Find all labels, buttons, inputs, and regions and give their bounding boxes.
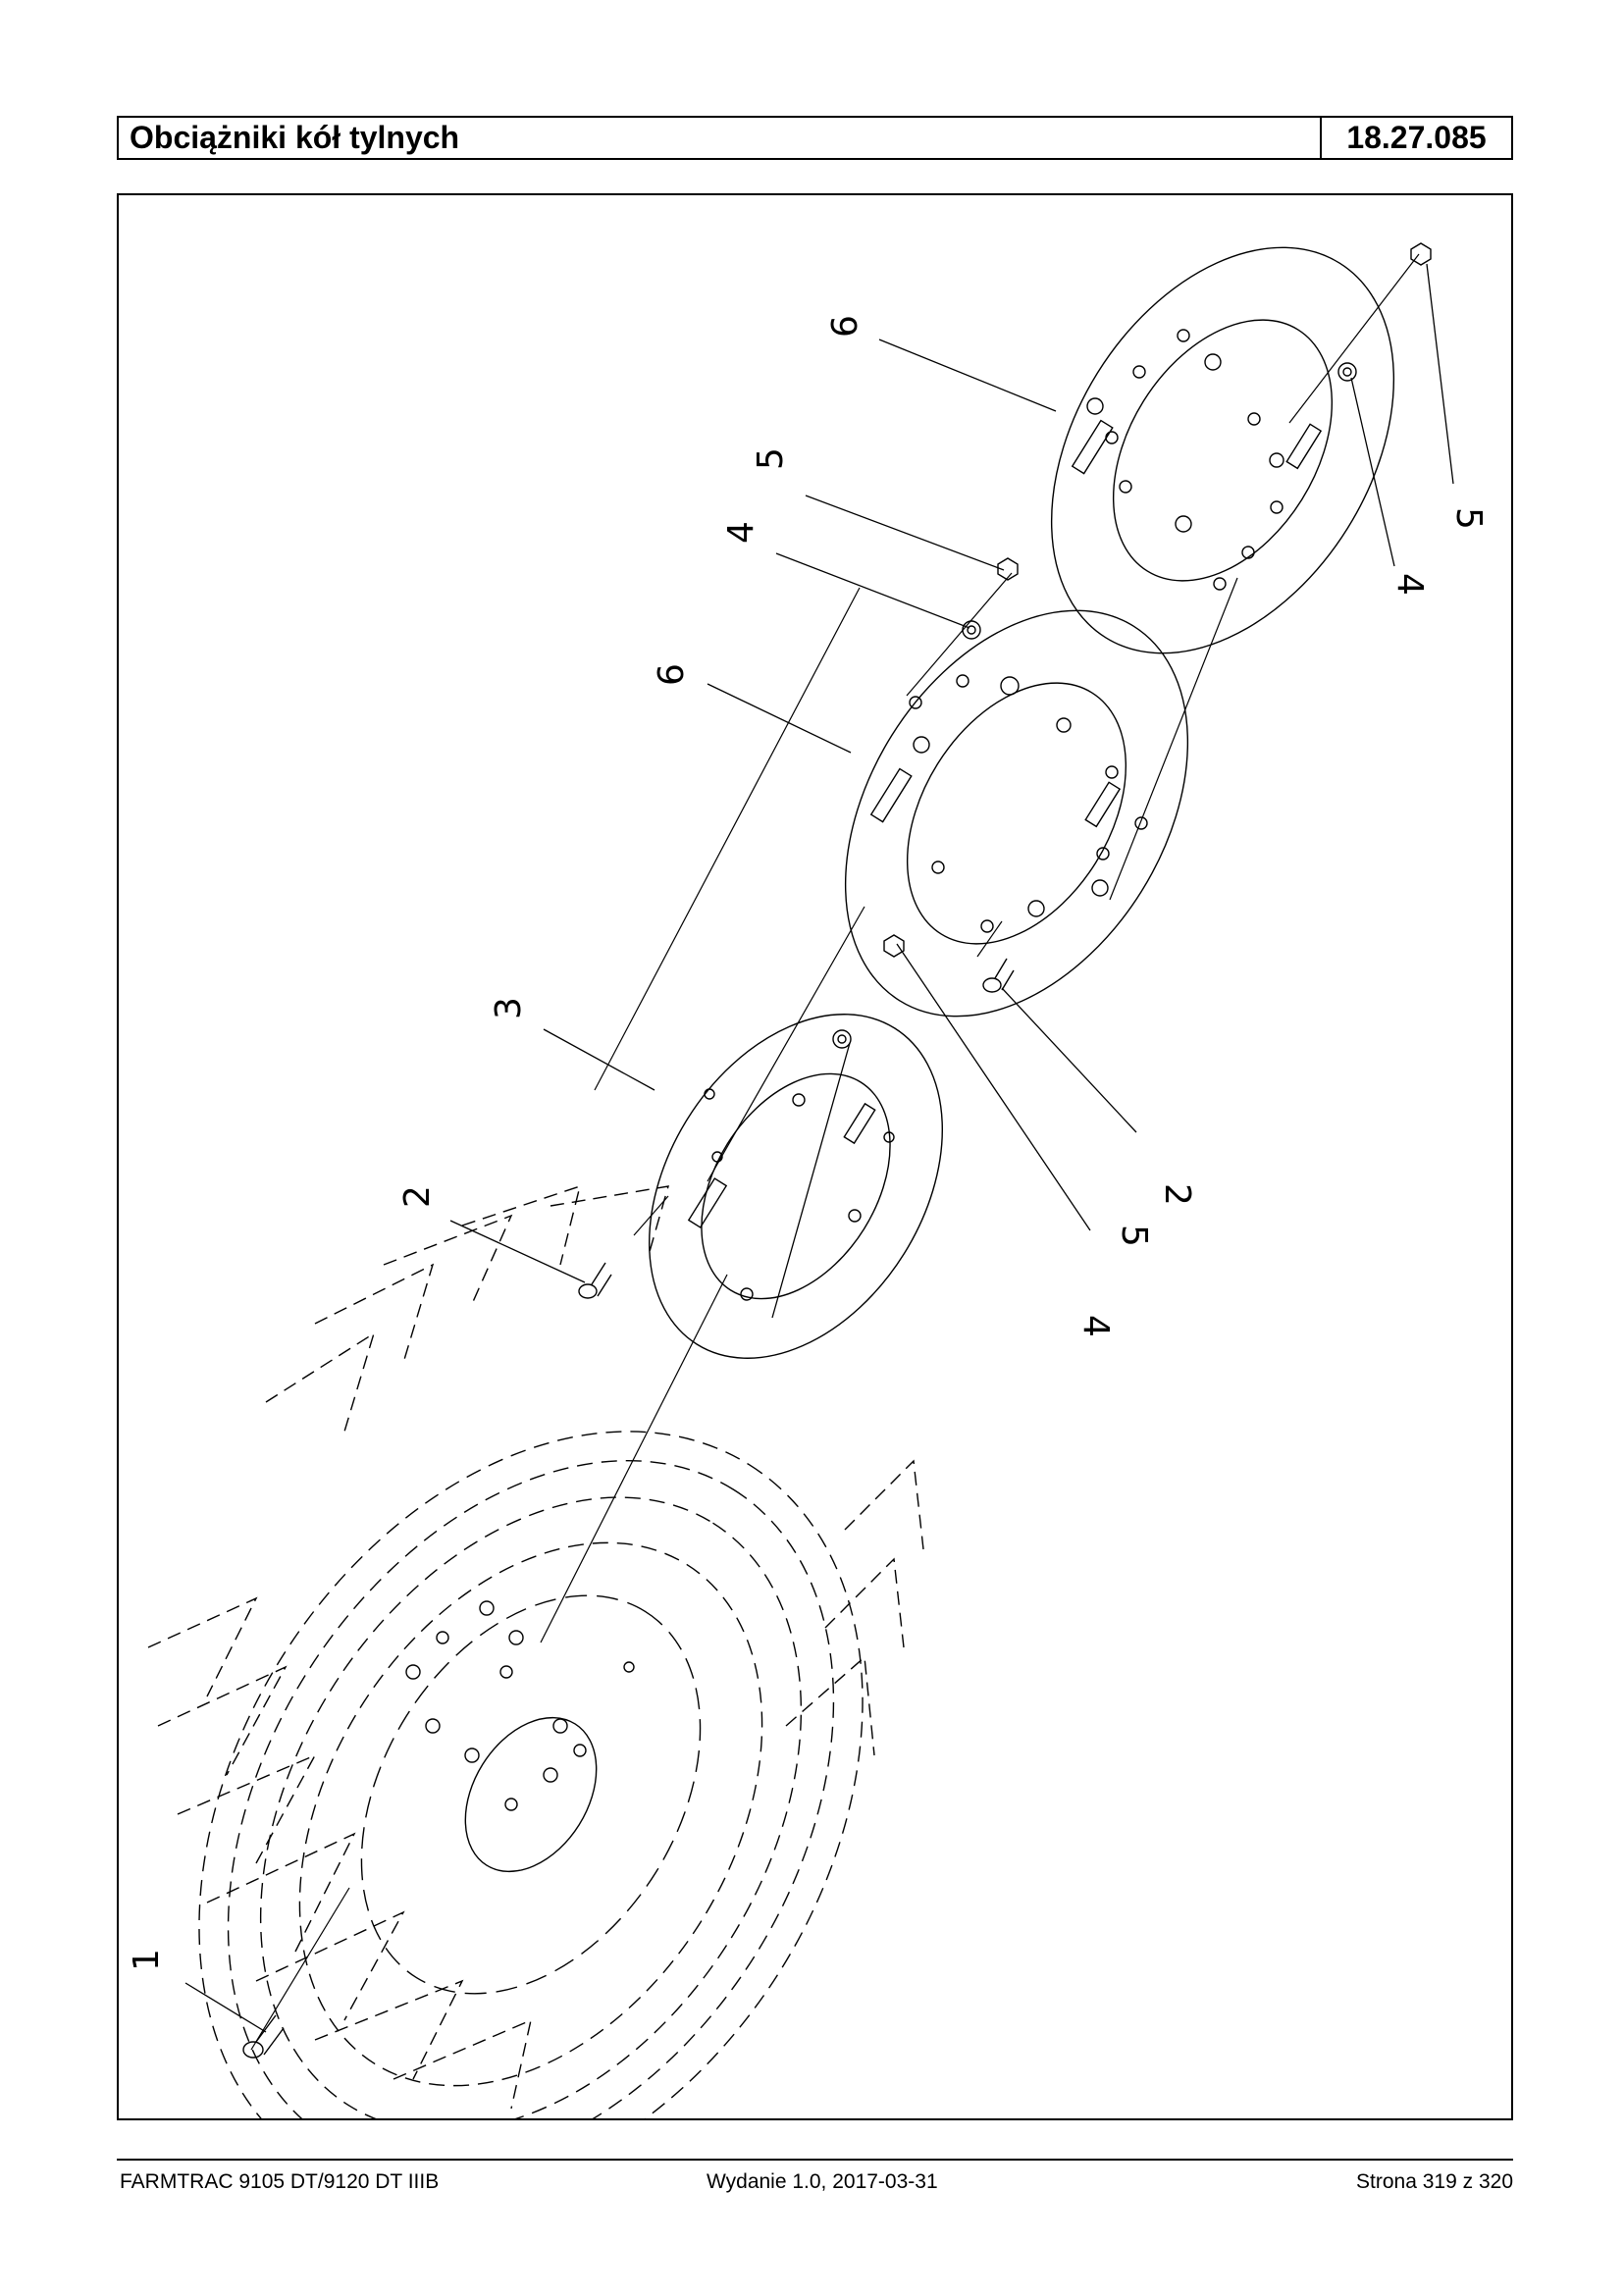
callout-3: 3 [489,997,529,1019]
page-header: Obciążniki kół tylnych 18.27.085 [117,116,1513,160]
callout-1: 1 [127,1949,167,1971]
weight-plate-3-holes [704,1088,895,1301]
section-code: 18.27.085 [1346,120,1487,155]
callout-4-middle: 4 [721,521,761,544]
wheel-rim [360,1594,702,1995]
plate-3-label-rect [687,1177,728,1228]
callout-2-right: 2 [1157,1183,1197,1206]
tire-outline [198,1431,864,2118]
hardware-parts [242,242,1432,2059]
callout-labels: 1 2 3 2 4 5 6 4 5 6 4 5 [127,315,1489,1971]
exploded-drawing-frame: 1 2 3 2 4 5 6 4 5 6 4 5 [117,193,1513,2120]
leader-lines [184,263,1454,2033]
plate-6b-label-rect [1071,419,1114,475]
callout-6-middle: 6 [652,663,692,686]
weight-plate-6-right [1050,246,1395,654]
footer-page-number: Strona 319 z 320 [1356,2170,1513,2193]
weight-plate-6-middle-holes [909,674,1148,933]
callout-5-middle: 5 [751,447,791,470]
footer-divider [117,2159,1513,2161]
callout-4-right: 4 [1389,573,1430,596]
rim-bolt-holes [405,1600,635,1811]
plate-6-label-rect [869,767,913,823]
plate-3-mark-rect [843,1102,876,1145]
assembly-axis-lines [250,253,1420,2051]
page-title: Obciążniki kół tylnych [119,118,1322,158]
tire-tread [147,1184,924,2110]
callout-4-lower: 4 [1075,1315,1116,1337]
callout-2-left: 2 [397,1185,438,1208]
exploded-view-drawing: 1 2 3 2 4 5 6 4 5 6 4 5 [127,242,1489,2118]
footer-model: FARMTRAC 9105 DT/9120 DT IIIB [120,2170,440,2193]
weight-plate-6-right-holes [1086,329,1284,591]
weight-plate-6-middle [844,609,1189,1017]
plate-6-mark-rect [1084,781,1122,828]
callout-5-right: 5 [1448,507,1489,530]
plate-6b-mark-rect [1285,423,1323,470]
footer-edition: Wydanie 1.0, 2017-03-31 [707,2170,938,2193]
callout-5-lower: 5 [1114,1225,1154,1247]
weight-plate-3 [648,1014,944,1359]
callout-6-top: 6 [825,315,865,338]
